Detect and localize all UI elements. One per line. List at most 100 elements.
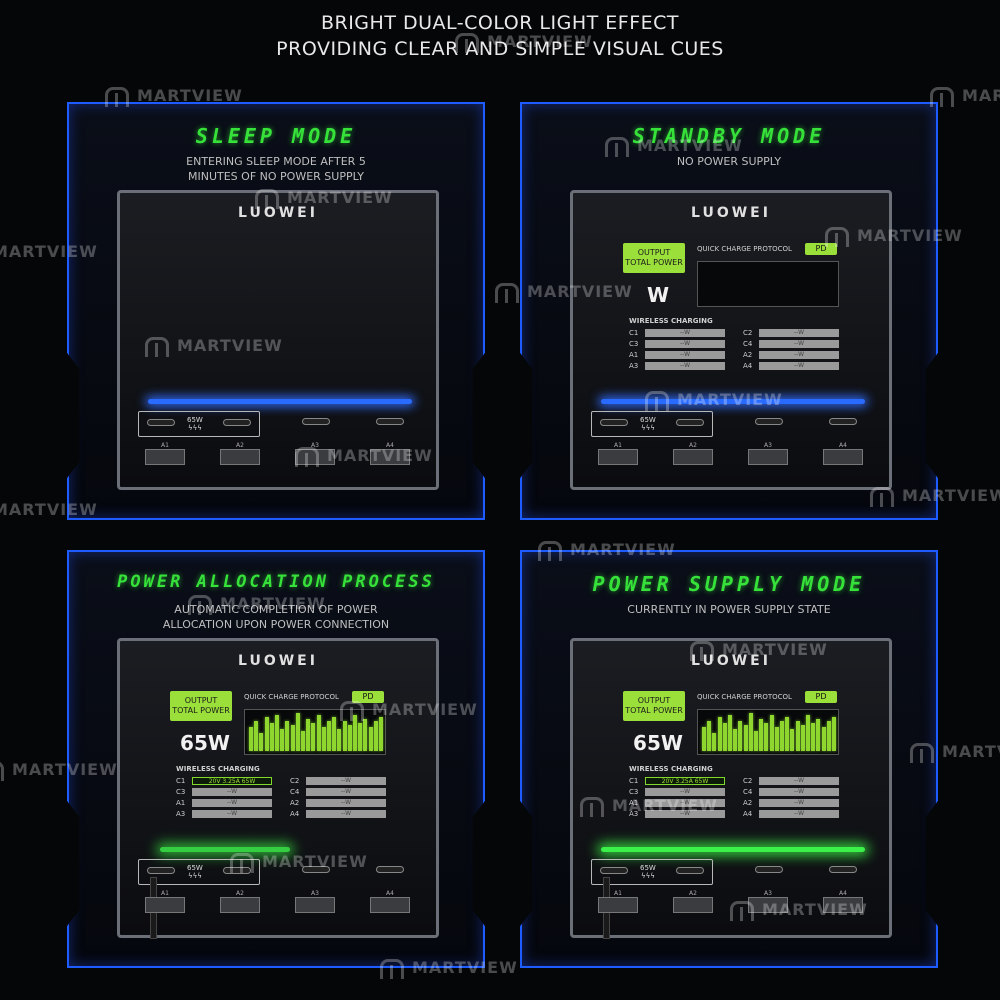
panel-title: POWER SUPPLY MODE <box>592 572 866 596</box>
port-label: A2 <box>236 442 244 449</box>
port-label: A1 <box>614 890 622 897</box>
graph-bar <box>290 725 295 751</box>
wireless-charging-label: WIRELESS CHARGING <box>629 317 713 325</box>
panel-subtitle-line2: ALLOCATION UPON POWER CONNECTION <box>162 618 390 631</box>
panel-subtitle-line2: MINUTES OF NO POWER SUPPLY <box>188 170 364 183</box>
usb-a-port <box>295 897 335 913</box>
watermark: MARTVIEW <box>0 500 98 519</box>
port-readout-label: C4 <box>743 340 753 348</box>
watermark: MARTVIEW <box>910 742 1000 763</box>
graph-bar <box>764 723 769 751</box>
graph-bar <box>816 719 821 751</box>
panel-power-allocation: POWER ALLOCATION PROCESS AUTOMATIC COMPL… <box>67 550 485 968</box>
port-readout-value: --W <box>759 329 839 337</box>
graph-bar <box>754 731 758 751</box>
port-readout-label: C1 <box>176 777 186 785</box>
graph-bar <box>368 727 373 751</box>
graph-bar <box>337 729 342 751</box>
wireless-charging-label: WIRELESS CHARGING <box>176 765 260 773</box>
watermark-logo-icon <box>188 594 212 615</box>
graph-bar <box>800 725 805 751</box>
port-readout-value: --W <box>192 799 272 807</box>
port-readout-label: A3 <box>629 810 639 818</box>
port-readout-value: --W <box>306 777 386 785</box>
graph-bar <box>806 715 810 751</box>
headline-line2: PROVIDING CLEAR AND SIMPLE VISUAL CUES <box>276 38 724 60</box>
port-label: A2 <box>236 890 244 897</box>
usb-a-port <box>145 897 185 913</box>
pd-badge: PD <box>352 691 384 703</box>
panel-subtitle: NO POWER SUPPLY <box>522 154 936 169</box>
panel-subtitle: ENTERING SLEEP MODE AFTER 5 MINUTES OF N… <box>69 154 483 184</box>
port-label: A4 <box>386 890 394 897</box>
port-readout-value: --W <box>759 799 839 807</box>
usb-c-port <box>376 418 404 425</box>
graph-bar <box>717 717 722 751</box>
port-readout-label: C1 <box>629 777 639 785</box>
watermark: MARTVIEW <box>105 86 243 107</box>
port-label: A3 <box>764 442 772 449</box>
port-readout-label: A3 <box>176 810 186 818</box>
watermark: MARTVIEW <box>690 640 828 661</box>
power-graph-screen <box>697 709 839 755</box>
usb-c-port <box>829 418 857 425</box>
watermark: MARTVIEW <box>230 852 368 873</box>
usb-c-port <box>147 867 175 874</box>
port-readout-label: A2 <box>743 799 753 807</box>
port-readout-label: A2 <box>290 799 300 807</box>
port-readout-label: A1 <box>176 799 186 807</box>
watermark: MARTVIEW <box>538 540 676 561</box>
port-readout-label: A1 <box>629 799 639 807</box>
watermark: MARTVIEW <box>380 958 518 979</box>
port-readout-label: C1 <box>629 329 639 337</box>
graph-bar <box>790 729 795 751</box>
port-readout-value: --W <box>759 777 839 785</box>
port-readout-label: C2 <box>290 777 300 785</box>
graph-bar <box>774 727 779 751</box>
graph-bar <box>785 717 790 751</box>
watermark: MARTVIEW <box>495 282 633 303</box>
port-readout-value: --W <box>306 788 386 796</box>
watermark: MARTVIEW <box>340 700 478 721</box>
brand-logo: LUOWEI <box>691 205 771 221</box>
graph-bar <box>306 719 311 751</box>
watermark-logo-icon <box>690 640 714 661</box>
port-readout-value: --W <box>306 799 386 807</box>
watermark: MARTVIEW <box>255 188 393 209</box>
port-readout-value: --W <box>192 788 272 796</box>
graph-bar <box>728 715 732 751</box>
watermark-logo-icon <box>730 900 754 921</box>
panel-subtitle: CURRENTLY IN POWER SUPPLY STATE <box>522 602 936 617</box>
port-label: A3 <box>311 442 319 449</box>
graph-bar <box>826 721 831 751</box>
usb-c-port <box>755 866 783 873</box>
graph-bar <box>311 723 316 751</box>
watermark: MARTVIEW <box>930 86 1000 107</box>
watermark: MARTVIEW <box>580 796 718 817</box>
watermark-logo-icon <box>538 540 562 561</box>
headline: BRIGHT DUAL-COLOR LIGHT EFFECT PROVIDING… <box>0 10 1000 62</box>
graph-bar <box>264 717 269 751</box>
graph-bar <box>821 727 826 751</box>
watermark-logo-icon <box>870 486 894 507</box>
quick-charge-label: QUICK CHARGE PROTOCOL <box>697 245 792 253</box>
graph-bar <box>832 717 836 751</box>
usb-c-port <box>223 419 251 426</box>
total-watt-readout: W <box>646 283 670 307</box>
wireless-charging-label: WIRELESS CHARGING <box>629 765 713 773</box>
graph-bar <box>327 721 331 751</box>
port-label: A4 <box>386 442 394 449</box>
watermark-logo-icon <box>105 86 129 107</box>
port-readout-label: C2 <box>743 329 753 337</box>
graph-bar <box>332 717 337 751</box>
port-label: A2 <box>689 442 697 449</box>
panel-subtitle-line1: CURRENTLY IN POWER SUPPLY STATE <box>627 603 831 616</box>
usb-a-port <box>823 897 863 913</box>
